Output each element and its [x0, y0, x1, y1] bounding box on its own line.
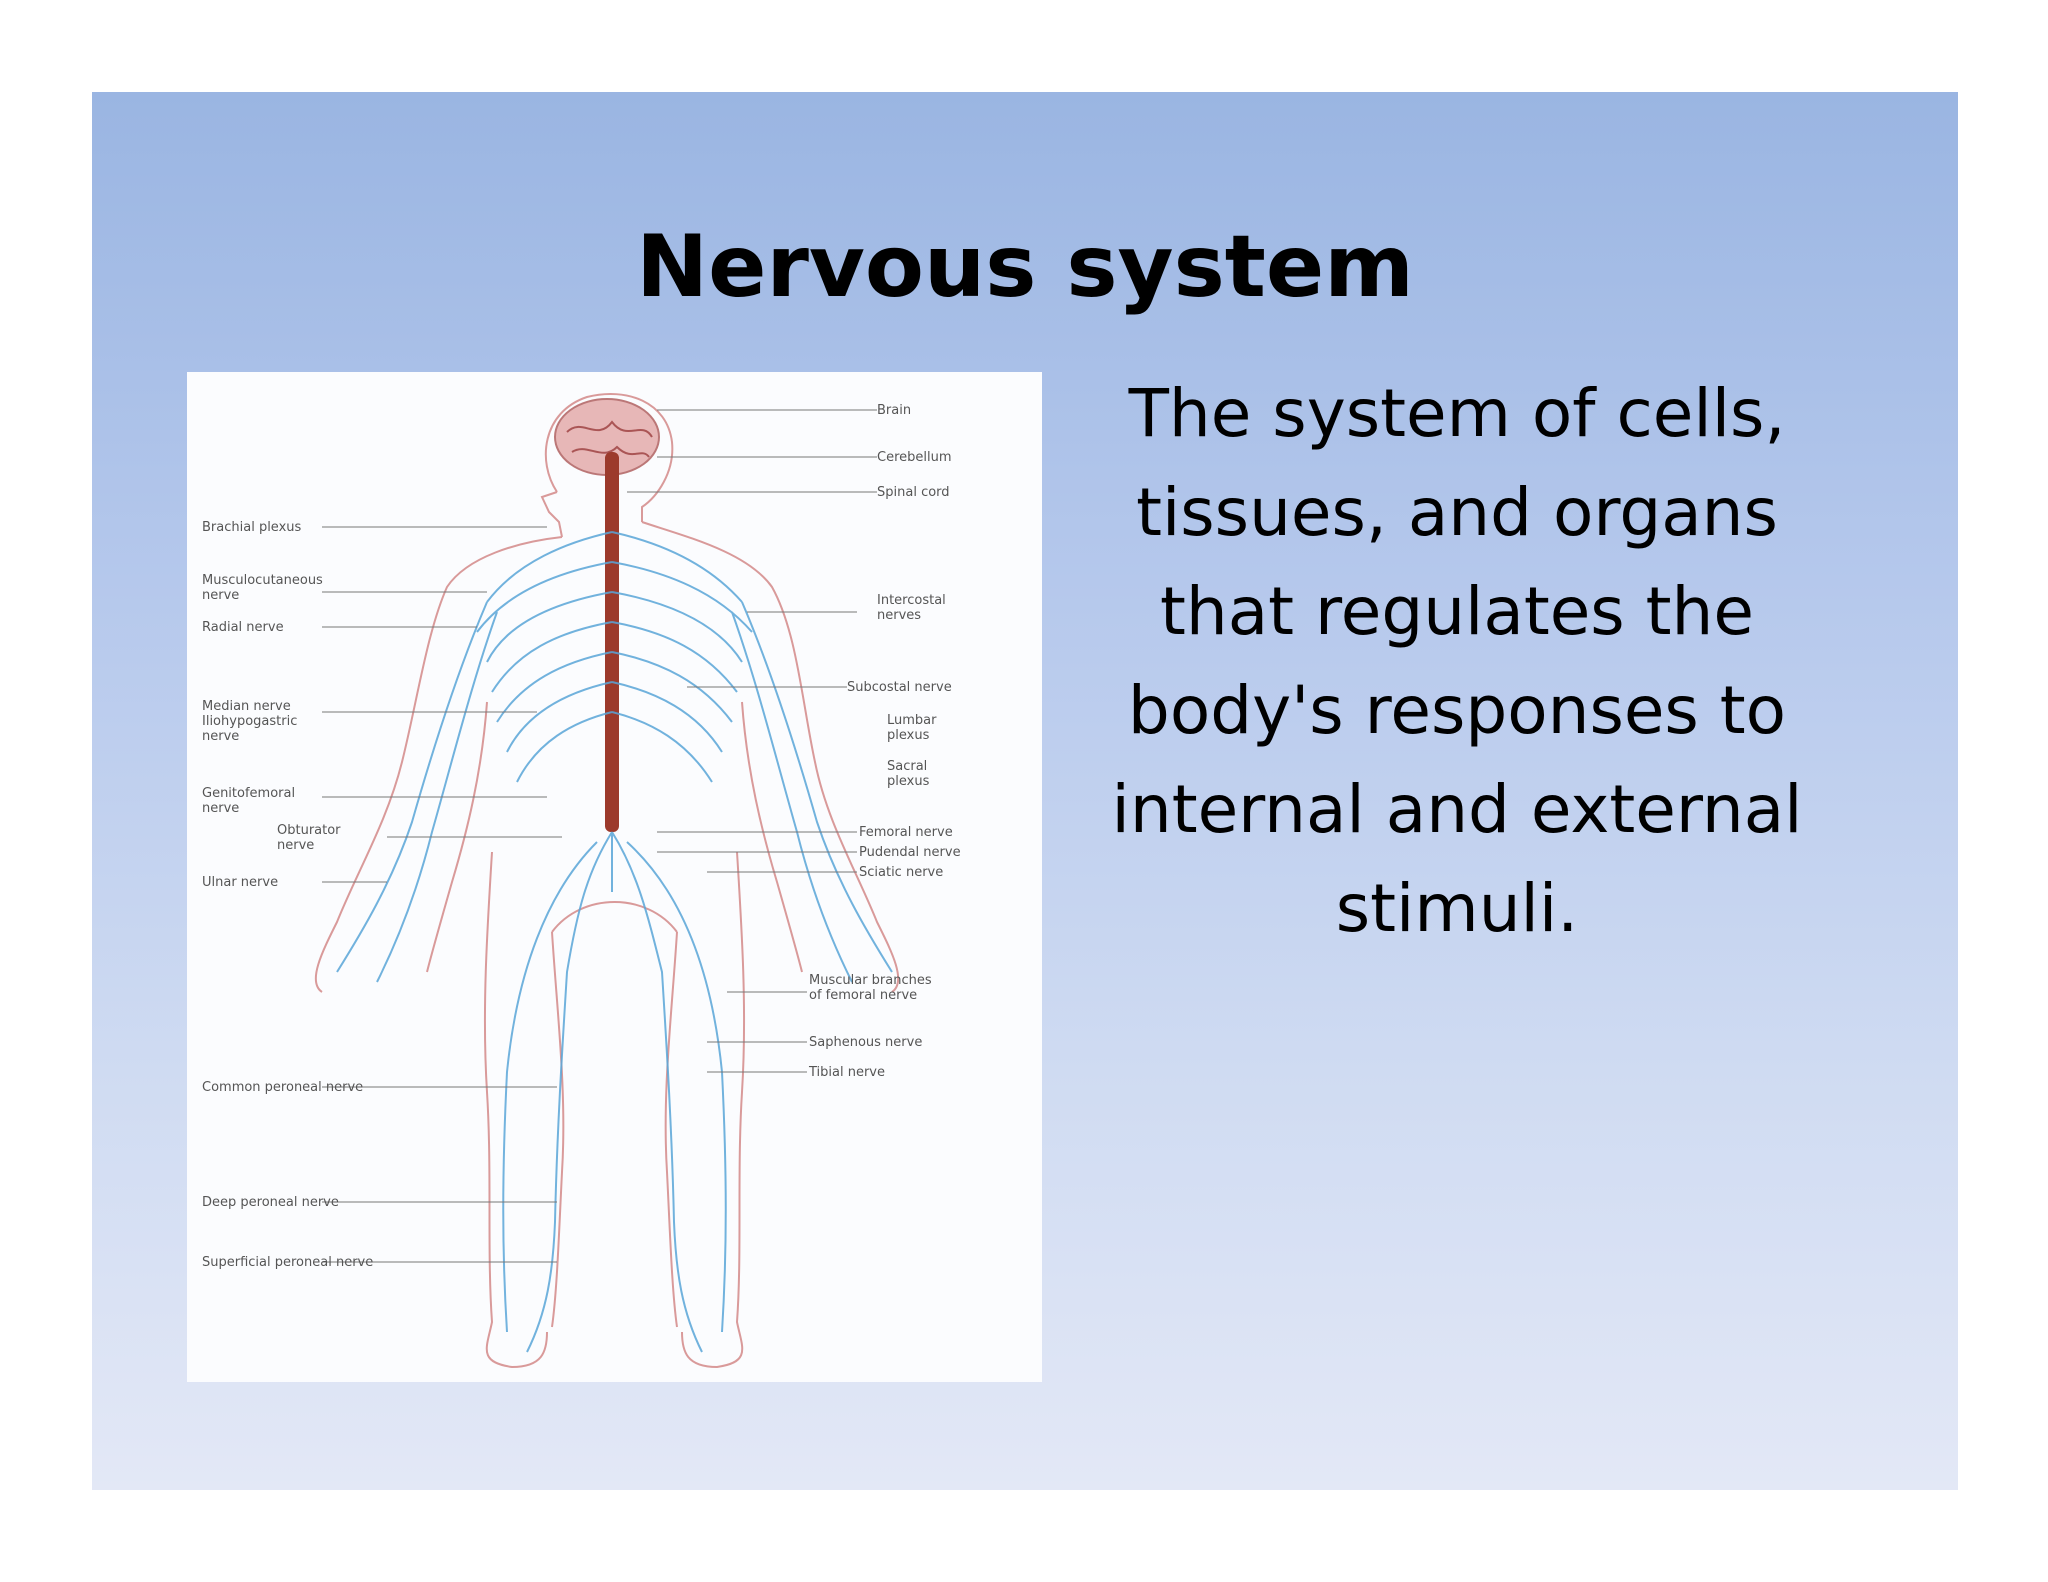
nervous-system-diagram: Brain Cerebellum Spinal cord Intercostal… — [187, 372, 1042, 1382]
slide-body-text: The system of cells, tissues, and organs… — [1111, 375, 1803, 947]
label-subcostal: Subcostal nerve — [847, 680, 952, 695]
label-muscular-femoral: of femoral nerve — [809, 988, 917, 1003]
label-genitofemoral-nerve: nerve — [202, 801, 239, 816]
label-intercostal: Intercostal — [877, 593, 946, 608]
label-iliohypogastric-nerve: nerve — [202, 729, 239, 744]
label-sacral-plexus: plexus — [887, 774, 930, 789]
label-common-peroneal: Common peroneal nerve — [202, 1080, 363, 1095]
label-musculocutaneous-nerve: nerve — [202, 588, 239, 603]
slide-title: Nervous system — [636, 217, 1414, 317]
spinal-cord — [605, 452, 619, 832]
label-sacral: Sacral — [887, 759, 927, 774]
label-intercostal-nerves: nerves — [877, 608, 921, 623]
nervous-system-illustration: Brain Cerebellum Spinal cord Intercostal… — [202, 393, 961, 1369]
label-brachial: Brachial plexus — [202, 520, 302, 535]
label-tibial: Tibial nerve — [808, 1065, 885, 1080]
label-pudendal: Pudendal nerve — [859, 845, 961, 860]
label-lumbar: Lumbar — [887, 713, 937, 728]
label-lumbar-plexus: plexus — [887, 728, 930, 743]
label-iliohypogastric: Iliohypogastric — [202, 714, 297, 729]
label-ulnar: Ulnar nerve — [202, 875, 278, 890]
label-sciatic: Sciatic nerve — [859, 865, 943, 880]
label-obturator: Obturator — [277, 823, 341, 838]
label-median: Median nerve — [202, 699, 291, 714]
label-muscular: Muscular branches — [809, 973, 932, 988]
label-brain: Brain — [877, 403, 911, 418]
label-genitofemoral: Genitofemoral — [202, 786, 295, 801]
label-radial: Radial nerve — [202, 620, 284, 635]
label-femoral: Femoral nerve — [859, 825, 953, 840]
label-obturator-nerve: nerve — [277, 838, 314, 853]
label-saphenous: Saphenous nerve — [809, 1035, 922, 1050]
label-spinal-cord: Spinal cord — [877, 485, 950, 500]
label-deep-peroneal: Deep peroneal nerve — [202, 1195, 339, 1210]
label-cerebellum: Cerebellum — [877, 450, 952, 465]
slide: Nervous system — [92, 92, 1958, 1490]
label-musculocutaneous: Musculocutaneous — [202, 573, 323, 588]
label-superficial-peroneal: Superficial peroneal nerve — [202, 1255, 373, 1270]
